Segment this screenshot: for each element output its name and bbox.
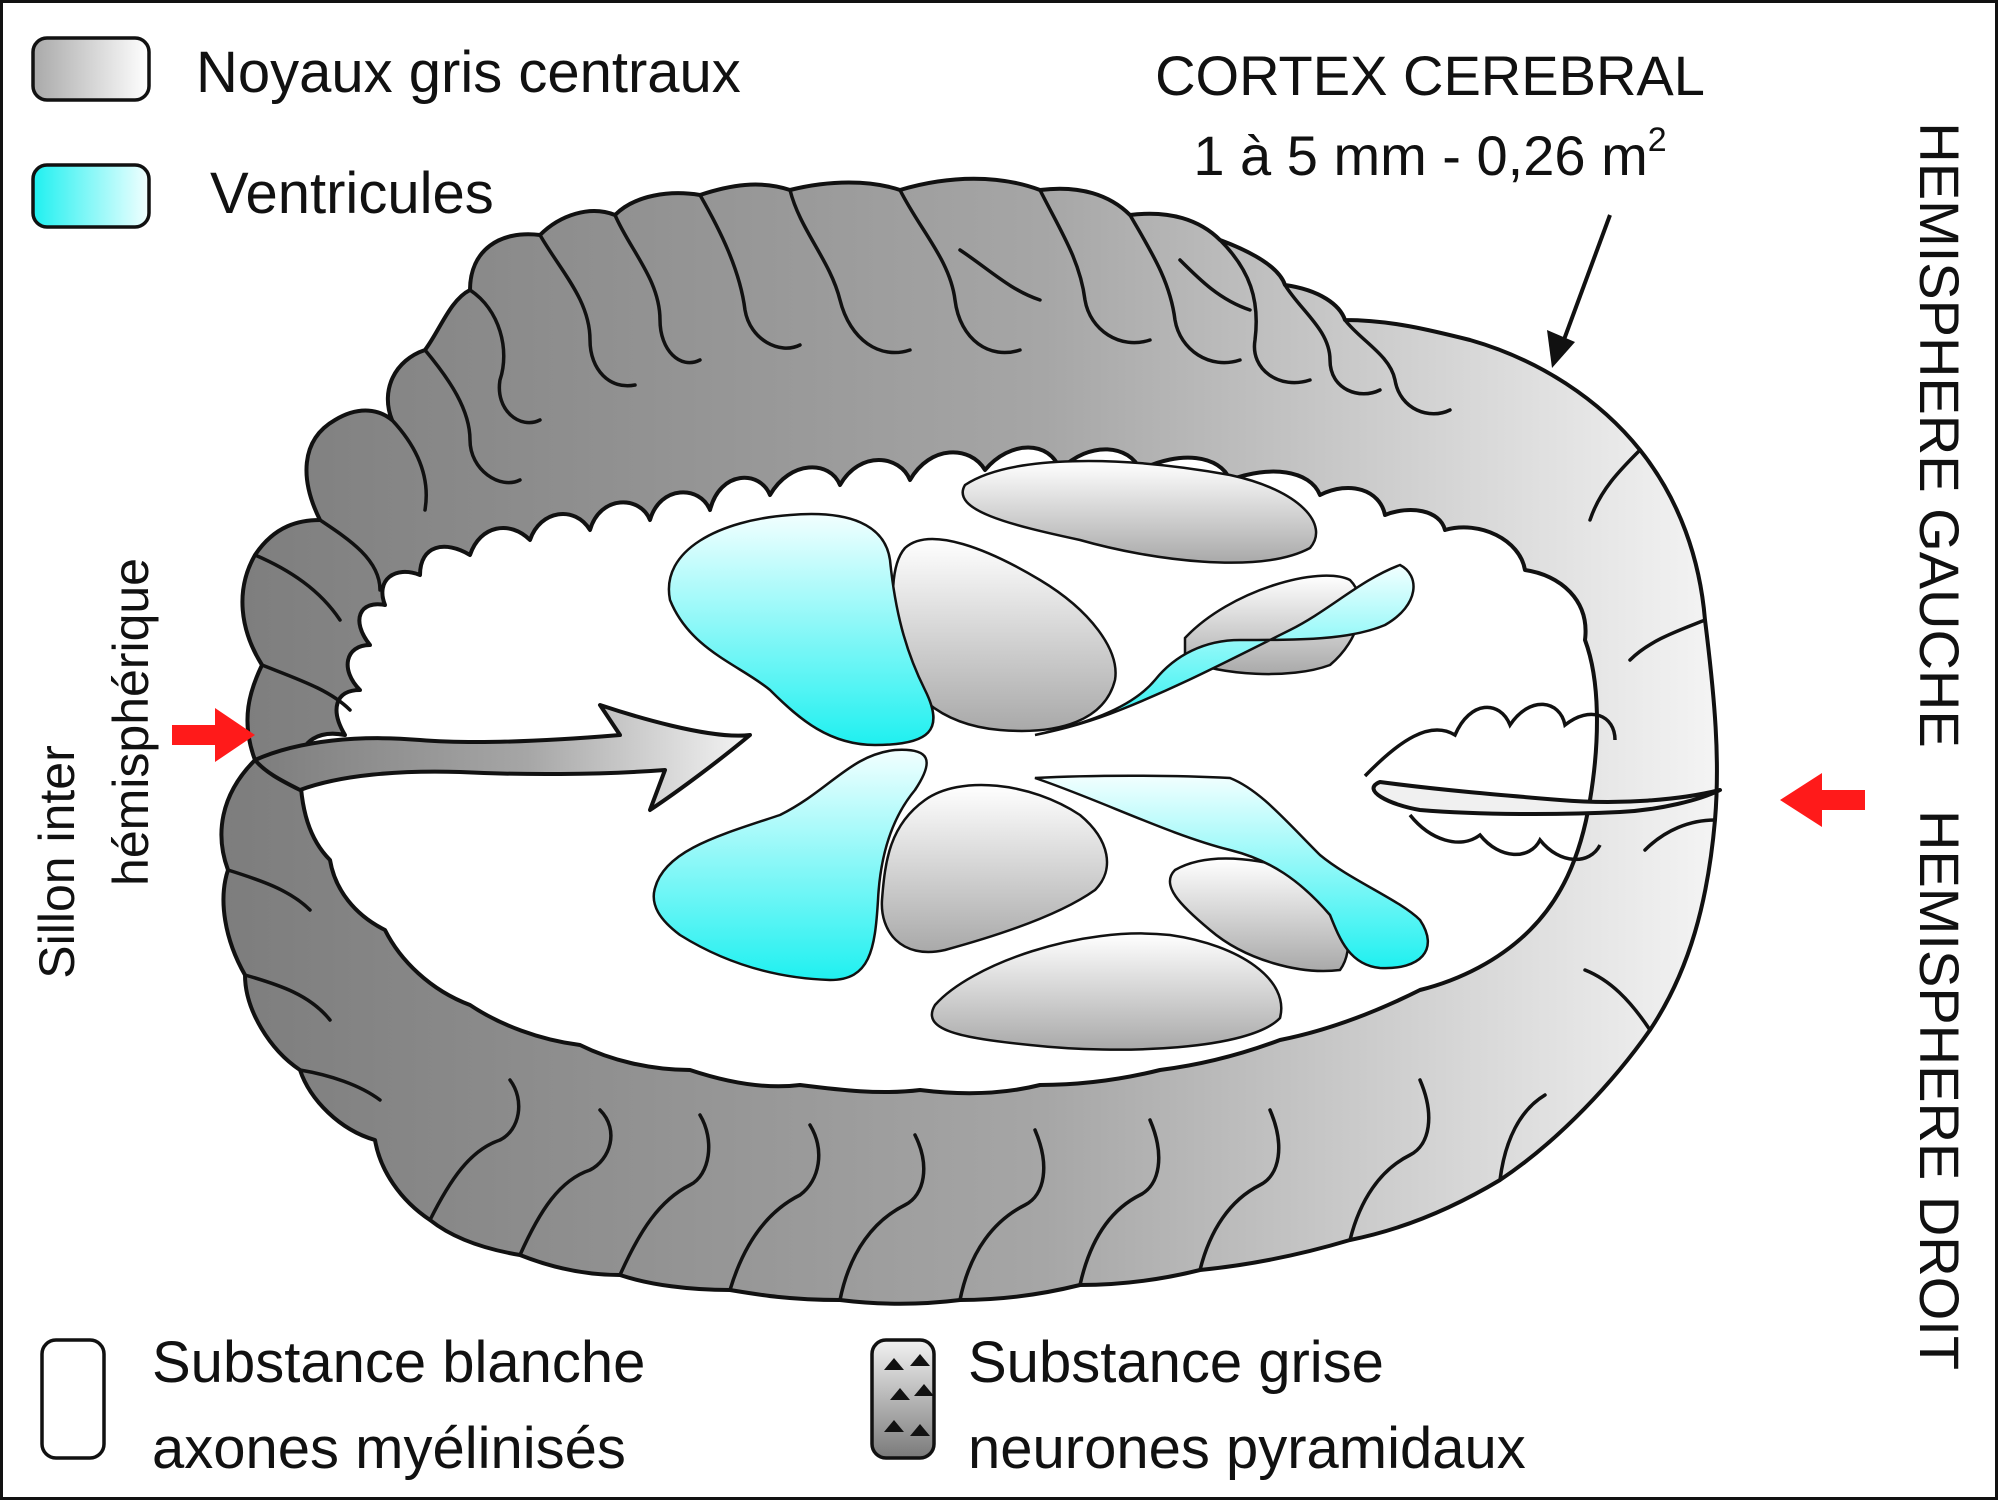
sulcus-label-line1: Sillon inter bbox=[29, 745, 85, 978]
legend-label-ventricles: Ventricules bbox=[210, 161, 494, 226]
cortex-pointer-arrowhead bbox=[1547, 330, 1575, 368]
ventricle-left-frontal-upper bbox=[667, 512, 935, 747]
legend-swatch-white-matter bbox=[40, 1338, 106, 1460]
fissure-right bbox=[1371, 780, 1722, 817]
legend-label-white-matter-line1: Substance blanche bbox=[152, 1330, 645, 1395]
ventricles bbox=[652, 512, 1430, 982]
sulcus-label: Sillon inter hémisphérique bbox=[29, 558, 159, 979]
fissure-left bbox=[253, 703, 752, 812]
cortical-sulci bbox=[226, 188, 1717, 1302]
red-arrow-right bbox=[1780, 773, 1865, 827]
legend-label-basal-ganglia: Noyaux gris centraux bbox=[196, 40, 741, 105]
pyramidal-neuron-icons bbox=[884, 1354, 934, 1436]
fissure-right-fold-lower bbox=[1408, 813, 1602, 862]
red-arrow-left bbox=[172, 708, 255, 762]
cortex-measure-value: 1 à 5 mm - 0,26 m bbox=[1193, 124, 1647, 187]
cortex-pointer-arrow bbox=[1560, 214, 1612, 346]
hemisphere-left-label: HEMISPHERE GAUCHE bbox=[1908, 122, 1971, 747]
legend: Noyaux gris centraux Ventricules Substan… bbox=[31, 36, 1526, 1481]
fissure-right-fold bbox=[1363, 702, 1617, 778]
legend-label-white-matter-line2: axones myélinisés bbox=[152, 1416, 626, 1481]
hemisphere-right-label: HEMISPHERE DROIT bbox=[1908, 810, 1971, 1370]
nucleus-lower-middle bbox=[880, 783, 1109, 954]
nucleus-upper-top bbox=[961, 459, 1318, 564]
ventricle-right-lower bbox=[1034, 774, 1430, 970]
interhemispheric-fissure bbox=[253, 702, 1722, 862]
legend-swatch-ventricles bbox=[31, 163, 151, 229]
nucleus-lower-bottom bbox=[930, 932, 1283, 1051]
legend-label-grey-matter-line2: neurones pyramidaux bbox=[968, 1416, 1526, 1481]
legend-label-grey-matter-line1: Substance grise bbox=[968, 1330, 1384, 1395]
ventricle-left-frontal-lower bbox=[652, 748, 928, 982]
cortex-measure-exponent: 2 bbox=[1648, 121, 1667, 159]
cortex-title: CORTEX CEREBRAL bbox=[1155, 44, 1705, 107]
cortex-measure: 1 à 5 mm - 0,26 m2 bbox=[1193, 121, 1666, 187]
legend-swatch-basal-ganglia bbox=[31, 36, 151, 102]
sulcus-label-line2: hémisphérique bbox=[103, 558, 159, 886]
cortex-label: CORTEX CEREBRAL 1 à 5 mm - 0,26 m2 bbox=[1155, 44, 1705, 368]
ventricle-right-upper bbox=[1034, 563, 1415, 737]
